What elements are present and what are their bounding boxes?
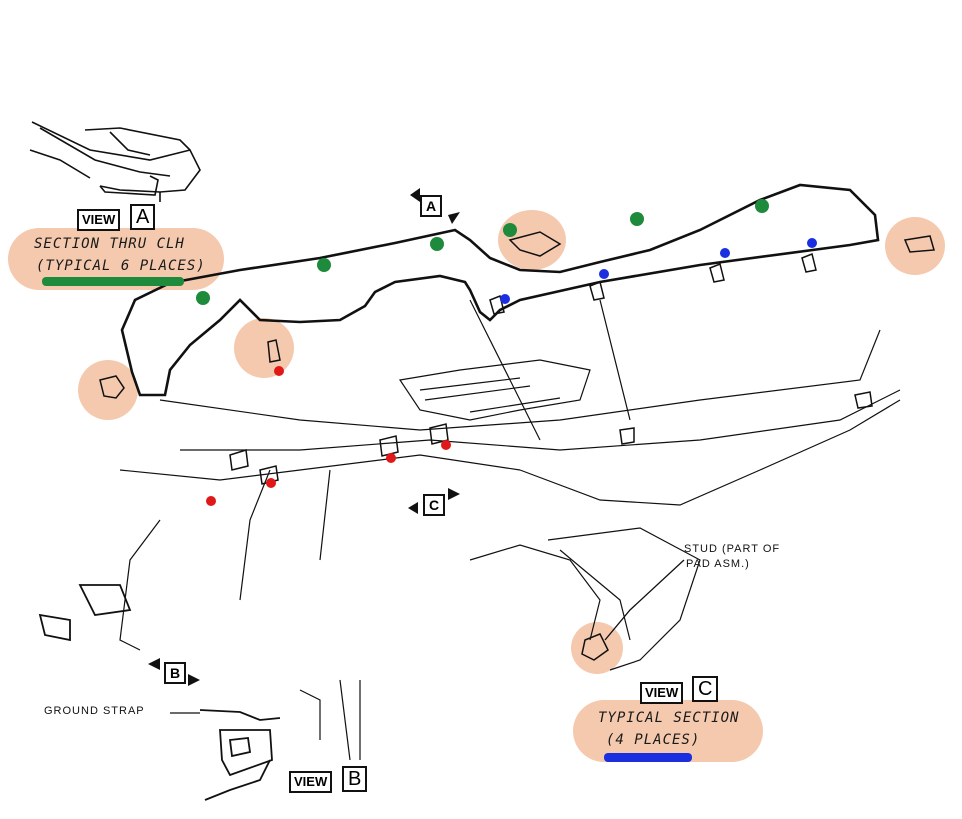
view-a-caption-highlight xyxy=(8,228,224,290)
green-marker xyxy=(317,258,331,272)
view-a-caption-line1: SECTION THRU CLH xyxy=(34,236,185,252)
blue-marker xyxy=(500,294,510,304)
view-a-caption-line2: (TYPICAL 6 PLACES) xyxy=(36,258,206,274)
view-b-arrow-label: B xyxy=(164,662,186,684)
blue-markers xyxy=(500,238,817,304)
view-b-letter: B xyxy=(342,766,368,792)
red-marker xyxy=(386,453,396,463)
blue-marker xyxy=(720,248,730,258)
red-marker xyxy=(206,496,216,506)
green-marker xyxy=(430,237,444,251)
view-b-word: VIEW xyxy=(289,771,333,793)
clip-highlight-right xyxy=(885,217,945,275)
view-arrows xyxy=(148,188,460,686)
red-marker xyxy=(266,478,276,488)
highlight-areas xyxy=(8,210,945,762)
view-a-inset xyxy=(29,121,201,202)
fastener-details xyxy=(99,231,935,661)
arrow-b-right xyxy=(188,674,200,686)
view-a-letter: A xyxy=(130,204,156,230)
view-a-underline xyxy=(42,277,184,286)
green-markers xyxy=(196,199,769,305)
leader-lines xyxy=(170,559,685,714)
blue-marker xyxy=(807,238,817,248)
red-marker xyxy=(441,440,451,450)
green-marker xyxy=(503,223,517,237)
view-c-letter: C xyxy=(692,676,719,702)
view-c-caption-line2: (4 PLACES) xyxy=(606,732,701,748)
green-marker xyxy=(755,199,769,213)
arrow-a-head xyxy=(448,212,460,224)
green-marker xyxy=(630,212,644,226)
view-c-word: VIEW xyxy=(640,682,684,704)
blue-marker xyxy=(599,269,609,279)
view-a-arrow-label: A xyxy=(420,195,442,217)
view-c-arrow-label: C xyxy=(423,494,445,516)
clip-highlight-left-end xyxy=(78,360,138,420)
view-c-underline xyxy=(604,753,692,762)
arrow-a-left-tail xyxy=(410,188,420,202)
stud-label-line2: PAD ASM.) xyxy=(686,558,750,570)
stud-label-line1: STUD (PART OF xyxy=(684,543,781,555)
view-a-word: VIEW xyxy=(77,209,121,231)
clip-highlight-center xyxy=(498,210,566,270)
arrow-c-right xyxy=(448,488,460,500)
arrow-c-left xyxy=(408,502,418,514)
red-markers xyxy=(206,366,451,506)
dash-pad-outline xyxy=(120,183,880,397)
dash-panel-linework xyxy=(119,299,901,761)
view-b-bracket xyxy=(38,584,281,801)
ground-strap-label: GROUND STRAP xyxy=(44,705,145,717)
green-marker xyxy=(196,291,210,305)
red-marker xyxy=(274,366,284,376)
arrow-b-left xyxy=(148,658,160,670)
view-c-caption-highlight xyxy=(573,700,763,762)
view-c-caption-line1: TYPICAL SECTION xyxy=(598,710,740,726)
clip-highlight-left-mid xyxy=(234,318,294,378)
stud-highlight xyxy=(571,622,623,674)
